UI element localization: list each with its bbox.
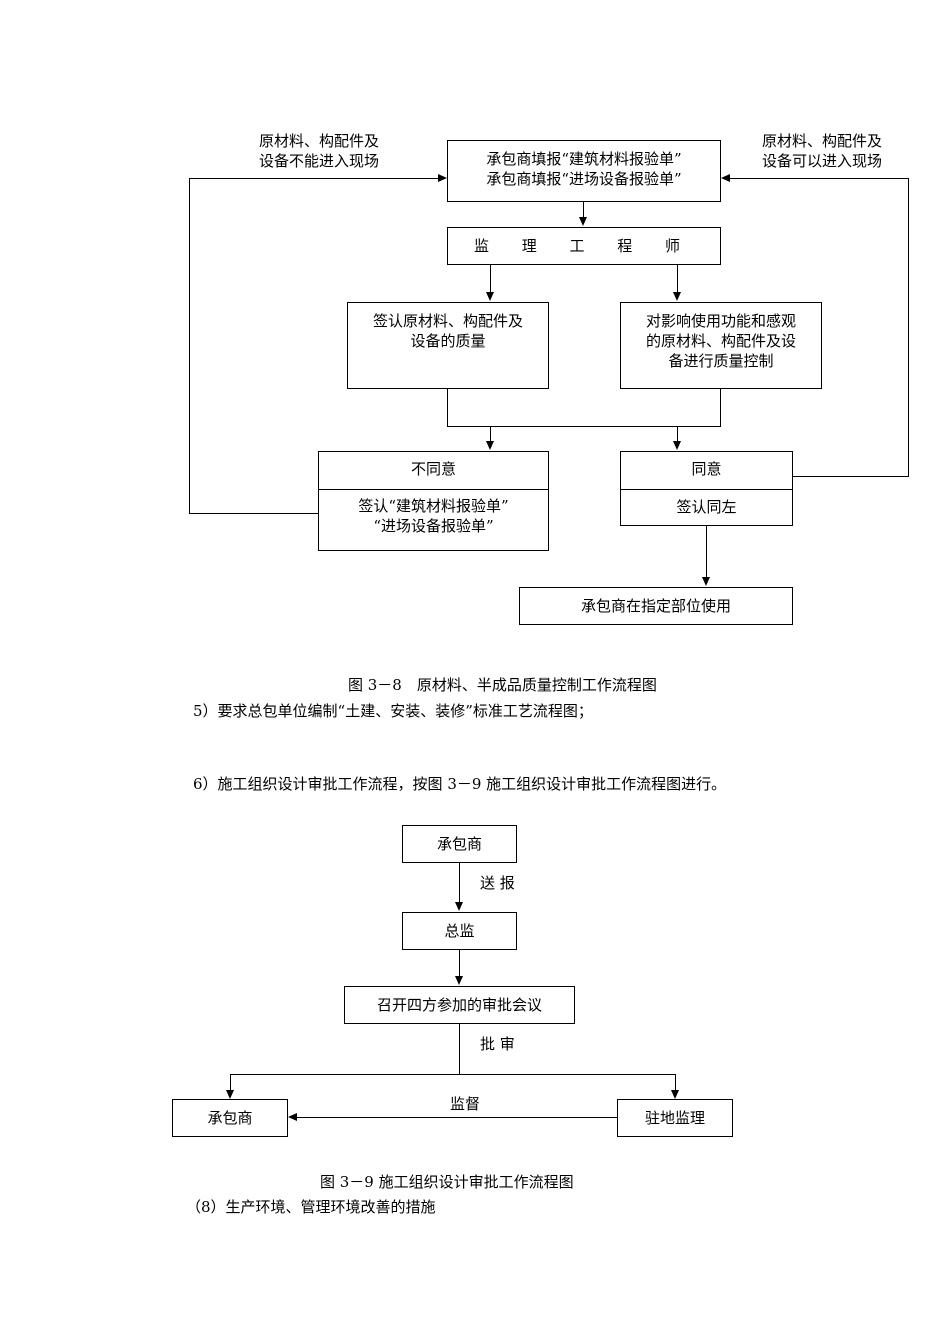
left-side-note-line2: 设备不能进入现场 xyxy=(259,152,380,170)
arrow-down xyxy=(455,902,463,911)
contractor-report-line1: 承包商填报“建筑材料报验单” xyxy=(486,150,682,168)
arrow-right xyxy=(438,174,447,182)
arrow-left xyxy=(721,174,730,182)
approve-label: 批 审 xyxy=(480,1035,515,1053)
connector xyxy=(583,202,584,218)
arrow-left xyxy=(288,1113,297,1121)
resident-supervisor-label: 驻地监理 xyxy=(644,1109,705,1127)
left-side-note-line1: 原材料、构配件及 xyxy=(259,132,380,150)
connector xyxy=(459,950,460,977)
contractor-report-line2: 承包商填报“进场设备报验单” xyxy=(486,170,682,188)
arrow-down xyxy=(486,441,494,450)
connector xyxy=(490,426,491,442)
disagree-body-line1: 签认“建筑材料报验单” xyxy=(358,497,509,515)
figure-3-8-caption: 图 3－8 原材料、半成品质量控制工作流程图 xyxy=(348,676,657,694)
designated-use-box: 承包商在指定部位使用 xyxy=(519,587,793,625)
connector xyxy=(189,178,439,179)
disagree-box: 不同意 签认“建筑材料报验单” “进场设备报验单” xyxy=(318,451,549,551)
arrow-down xyxy=(226,1090,234,1099)
quality-control-box: 对影响使用功能和感观 的原材料、构配件及设 备进行质量控制 xyxy=(620,302,822,389)
designated-use-label: 承包商在指定部位使用 xyxy=(580,597,731,615)
arrow-down xyxy=(579,217,587,226)
divider xyxy=(621,489,792,490)
disagree-body-line2: “进场设备报验单” xyxy=(373,517,494,535)
divider xyxy=(319,489,548,490)
connector xyxy=(189,178,190,514)
connector xyxy=(675,1074,676,1091)
connector xyxy=(459,863,460,903)
arrow-down xyxy=(673,292,681,301)
contractor-bottom-label: 承包商 xyxy=(207,1109,253,1127)
connector xyxy=(490,265,491,293)
connector xyxy=(677,426,678,442)
connector xyxy=(230,1074,231,1091)
connector xyxy=(230,1074,676,1075)
right-side-note-line2: 设备可以进入现场 xyxy=(762,152,883,170)
approval-meeting-label: 召开四方参加的审批会议 xyxy=(376,996,542,1014)
contractor-top-label: 承包商 xyxy=(436,835,482,853)
supervising-engineer-box: 监 理 工 程 师 xyxy=(447,227,721,265)
arrow-down xyxy=(702,577,710,586)
contractor-bottom-box: 承包商 xyxy=(172,1099,288,1137)
agree-box: 同意 签认同左 xyxy=(620,451,793,526)
connector xyxy=(730,178,909,179)
connector xyxy=(677,265,678,293)
agree-body: 签认同左 xyxy=(676,498,737,516)
connector xyxy=(447,389,448,427)
contractor-top-box: 承包商 xyxy=(402,825,517,863)
connector xyxy=(297,1117,617,1118)
chief-supervisor-box: 总监 xyxy=(402,912,517,950)
connector xyxy=(459,1024,460,1075)
quality-sign-line1: 签认原材料、构配件及 xyxy=(372,312,523,330)
quality-control-line2: 的原材料、构配件及设 xyxy=(645,332,796,350)
supervise-label: 监督 xyxy=(450,1095,481,1113)
contractor-report-box: 承包商填报“建筑材料报验单” 承包商填报“进场设备报验单” xyxy=(447,140,721,202)
paragraph-8: （8）生产环境、管理环境改善的措施 xyxy=(186,1198,436,1216)
figure-3-9-caption: 图 3－9 施工组织设计审批工作流程图 xyxy=(320,1173,574,1191)
resident-supervisor-box: 驻地监理 xyxy=(617,1099,733,1137)
chief-supervisor-label: 总监 xyxy=(444,922,475,940)
quality-sign-line2: 设备的质量 xyxy=(410,332,486,350)
disagree-title: 不同意 xyxy=(410,460,456,478)
arrow-down xyxy=(671,1090,679,1099)
arrow-down xyxy=(486,292,494,301)
agree-title: 同意 xyxy=(691,460,722,478)
connector xyxy=(706,526,707,578)
paragraph-6: 6）施工组织设计审批工作流程，按图 3－9 施工组织设计审批工作流程图进行。 xyxy=(193,775,727,793)
quality-sign-box: 签认原材料、构配件及 设备的质量 xyxy=(347,302,549,389)
arrow-down xyxy=(455,976,463,985)
quality-control-line1: 对影响使用功能和感观 xyxy=(645,312,796,330)
connector xyxy=(908,178,909,477)
connector xyxy=(720,389,721,427)
quality-control-line3: 备进行质量控制 xyxy=(668,352,774,370)
supervising-engineer-label: 监 理 工 程 师 xyxy=(473,237,695,255)
right-side-note-line1: 原材料、构配件及 xyxy=(762,132,883,150)
arrow-down xyxy=(673,441,681,450)
submit-label: 送 报 xyxy=(480,874,515,892)
approval-meeting-box: 召开四方参加的审批会议 xyxy=(344,986,575,1024)
connector xyxy=(447,426,721,427)
paragraph-5: 5）要求总包单位编制“土建、安装、装修”标准工艺流程图； xyxy=(193,702,593,720)
connector xyxy=(793,476,909,477)
connector xyxy=(189,513,318,514)
